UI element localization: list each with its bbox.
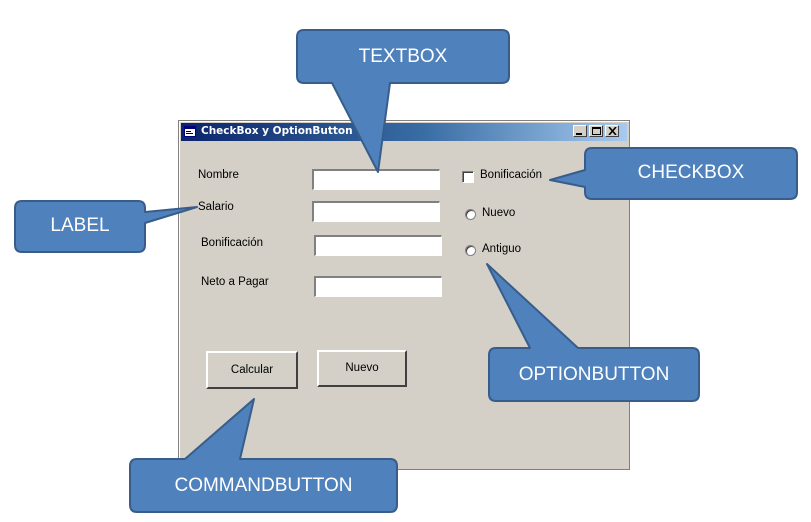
close-button[interactable] [605, 125, 619, 137]
title-bar[interactable]: CheckBox y OptionButton [181, 123, 627, 141]
checkbox-callout-shape [549, 147, 798, 200]
close-icon [608, 127, 617, 135]
window-title: CheckBox y OptionButton [201, 125, 353, 137]
calcular-button-label: Calcular [230, 364, 274, 376]
minimize-button[interactable] [573, 125, 587, 137]
nuevo-button-label: Nuevo [345, 362, 379, 374]
label-neto-a-pagar: Neto a Pagar [201, 276, 269, 288]
calcular-button[interactable]: Calcular [206, 351, 298, 389]
label-nombre: Nombre [198, 169, 239, 181]
optionbutton-callout-shape [486, 263, 700, 402]
nuevo-option-label[interactable]: Nuevo [482, 207, 516, 219]
label-salario: Salario [198, 201, 234, 213]
bonificacion-checkbox[interactable] [462, 171, 474, 183]
antiguo-option-label[interactable]: Antiguo [482, 243, 522, 255]
commandbutton-callout-shape [129, 398, 398, 513]
commandbutton-callout-text: COMMANDBUTTON [174, 475, 353, 496]
label-callout-text: LABEL [50, 215, 110, 236]
app-icon [184, 126, 196, 137]
maximize-button[interactable] [589, 125, 603, 137]
textbox-callout-shape [296, 29, 510, 173]
nuevo-option-button[interactable] [465, 209, 476, 220]
bonificacion-textbox[interactable] [313, 234, 443, 257]
maximize-icon [592, 127, 601, 135]
minimize-icon [576, 133, 582, 135]
label-callout-shape [14, 200, 198, 253]
bonificacion-checkbox-label[interactable]: Bonificación [480, 169, 543, 181]
antiguo-option-button[interactable] [465, 245, 476, 256]
checkbox-callout-text: CHECKBOX [637, 162, 745, 183]
label-bonificacion: Bonificación [201, 237, 264, 249]
nuevo-button[interactable]: Nuevo [317, 350, 407, 387]
textbox-callout-text: TEXTBOX [358, 46, 448, 67]
salario-textbox[interactable] [311, 200, 441, 223]
neto-a-pagar-textbox[interactable] [313, 275, 443, 298]
optionbutton-callout-text: OPTIONBUTTON [518, 364, 670, 385]
